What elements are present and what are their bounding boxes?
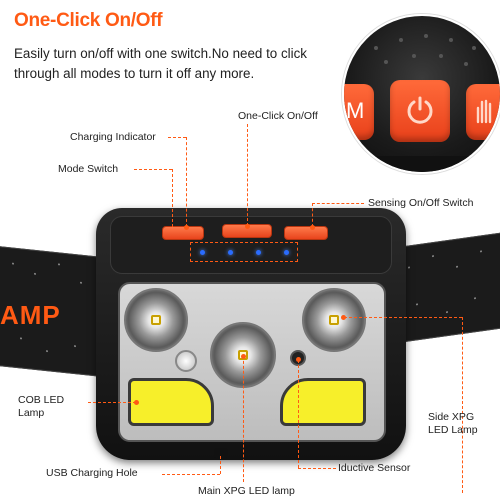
label-charging-indicator: Charging Indicator [70, 131, 156, 143]
mode-switch-button [162, 226, 204, 240]
mode-m-icon: M [346, 98, 365, 123]
label-cob-led: COB LED Lamp [18, 394, 65, 419]
feature-description: Easily turn on/off with one switch.No ne… [14, 46, 308, 81]
usb-charging-port [214, 448, 228, 458]
cob-led-left [128, 378, 214, 426]
led-chip [329, 315, 339, 325]
label-sensing-switch: Sensing On/Off Switch [368, 197, 474, 209]
indicator-led-3 [256, 250, 261, 255]
power-button-closeup [390, 80, 450, 142]
led-chip [151, 315, 161, 325]
mode-button-closeup: M [344, 84, 374, 140]
charging-indicator-frame [190, 242, 298, 262]
side-indicator-bulb [175, 350, 197, 372]
indicator-led-4 [284, 250, 289, 255]
label-usb-hole: USB Charging Hole [46, 467, 138, 479]
label-one-click: One-Click On/Off [238, 110, 318, 122]
sensor-switch-button [284, 226, 328, 240]
label-side-xpg: Side XPG LED Lamp [428, 411, 478, 436]
indicator-led-2 [228, 250, 233, 255]
xpg-reflector-left [124, 288, 188, 352]
label-main-xpg: Main XPG LED lamp [198, 485, 295, 497]
cob-led-right [280, 378, 366, 426]
button-closeup-inset: M [342, 14, 500, 174]
headband-brand-text: AMP [0, 300, 61, 330]
indicator-led-1 [200, 250, 205, 255]
hand-wave-icon [476, 99, 492, 124]
page-title: One-Click On/Off [14, 10, 163, 31]
headband-right [396, 232, 500, 344]
sensor-button-closeup [466, 84, 500, 140]
label-mode-switch: Mode Switch [58, 163, 119, 175]
label-inductive-sensor: Iductive Sensor [338, 462, 411, 474]
power-icon [407, 96, 433, 124]
